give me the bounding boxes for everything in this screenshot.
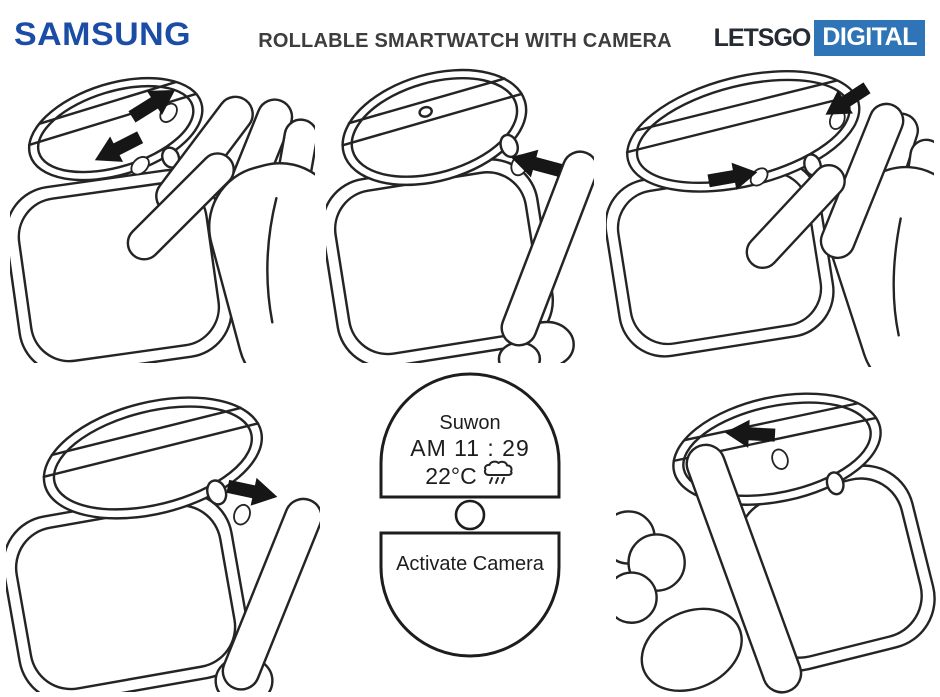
arrow-right-icon [226,477,278,506]
hand [745,102,934,367]
curled-finger [616,571,658,624]
watch-face [625,70,861,193]
activate-camera-label: Activate Camera [396,553,545,575]
rain-cloud-icon [483,460,513,484]
display-bottom-panel [379,531,561,658]
hand [126,95,315,363]
arrow-down-left-icon [94,131,144,162]
arrow-up-right-icon [128,89,176,123]
crown-button [206,479,228,506]
palm [207,162,315,363]
thumb [640,607,743,693]
figure-press-crown [326,66,594,363]
palm-crease [892,217,902,337]
index-finger [221,497,320,691]
crown-button [499,133,519,159]
watch-display-graphic: Suwon AM 11 : 29 22°C Activate Camera [374,369,566,661]
fingernail [233,503,251,526]
figure-stretch-gesture [10,66,315,363]
samsung-logo: SAMSUNG [14,16,192,52]
camera-dot [418,105,433,118]
temperature-label: 22°C [425,463,476,489]
hand [616,443,803,694]
index-finger [500,150,594,347]
figure-pull-crown [6,386,320,692]
arrow-right-icon [707,162,758,191]
arrow-down-left-icon [825,82,871,115]
fingernail [771,448,789,470]
thumbnail [130,156,150,176]
figure-swipe-display [616,387,938,695]
digital-logo-badge: DIGITAL [814,20,925,56]
arrow-left-icon [724,419,776,448]
display-strip [42,422,260,479]
city-label: Suwon [439,412,500,434]
arrow-left-icon [510,149,563,178]
thumb [126,152,235,261]
display-strip [341,92,523,147]
display-top-panel [379,372,561,499]
watch-face [341,68,528,187]
index-finger [819,102,905,260]
figure-pinch-gesture [606,70,934,367]
camera-lens-icon [454,499,486,531]
palm-crease [266,197,278,324]
hand [214,497,320,692]
page-title: ROLLABLE SMARTWATCH WITH CAMERA [258,30,672,52]
letsgo-logo-text: LETSGO [713,23,812,52]
thumb [745,164,846,270]
time-label: AM 11 : 29 [410,435,530,461]
display-strip [625,94,857,154]
index-finger [685,443,803,694]
crown-button [825,471,845,496]
letsgodigital-logo: LETSGO DIGITAL [714,20,925,56]
